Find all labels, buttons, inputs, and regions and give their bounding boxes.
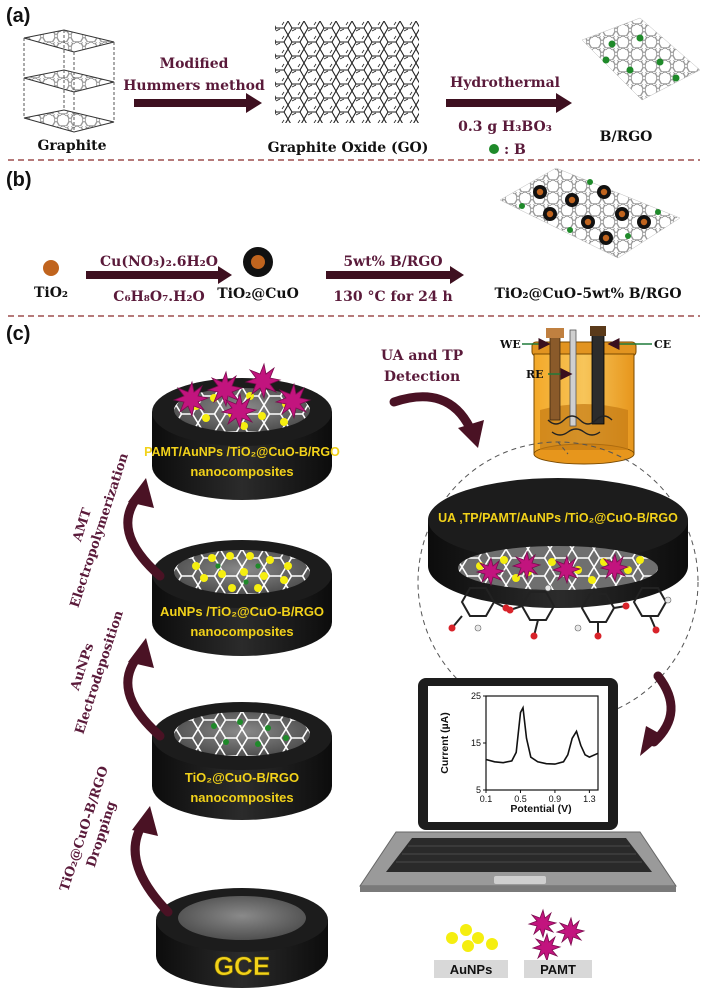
panel-c: (c) GCE TiO₂@CuO-B/RGO nanocomposites [6,323,699,988]
step-a2-reagent: 0.3 g H₃BO₃ [458,119,552,135]
electrode3-line1: PAMT/AuNPs /TiO₂@CuO-B/RGO [144,445,340,459]
legend-pamt-label: PAMT [540,962,576,977]
arrow-a2 [446,93,572,113]
detection-line2: Detection [384,369,460,385]
step-b1-top: Cu(NO₃)₂.6H₂O [100,254,218,270]
laptop-screen [428,686,608,822]
chart-series-line [485,705,599,765]
chart-xtick-label: 0.1 [480,794,493,804]
boron-legend-label: : B [504,142,526,158]
step-a2-top: Hydrothermal [450,75,560,91]
go-label: Graphite Oxide (GO) [268,140,429,156]
chart-ytick-label: 5 [476,785,481,795]
laptop [359,678,677,892]
composite-label: TiO₂@CuO-5wt% B/RGO [494,286,681,302]
electrode2-line2: nanocomposites [190,624,293,639]
electrode-zoom: UA ,TP/PAMT/AuNPs /TiO₂@CuO-B/RGO [428,478,688,640]
electrochemical-cell: WE CE RE [499,326,671,465]
arrow-a1 [134,93,262,113]
curved-arrow-3 [123,489,165,581]
graphite-label: Graphite [37,138,106,154]
legend-pamt-symbol [527,908,586,963]
b-rgo-sheet [581,17,701,101]
chart-ytick-label: 25 [471,691,481,701]
detection-line1: UA and TP [381,348,464,364]
arrow-b1 [86,266,232,284]
curved-arrow-2 [123,649,165,741]
tio2-cuo-label: TiO₂@CuO [217,286,299,302]
re-label: RE [526,368,544,381]
panel-a-label: (a) [6,5,30,27]
arrow-b2 [326,266,464,284]
electrode3-line2: nanocomposites [190,464,293,479]
graphite-oxide-structure [269,15,425,129]
step-a1-bottom: Hummers method [123,78,265,94]
boron-legend-dot [489,144,499,154]
step-b2-bottom: 130 °C for 24 h [333,289,452,305]
electrode-gce: GCE [156,888,328,988]
panel-b-label: (b) [6,169,32,191]
tio2-label: TiO₂ [34,285,68,301]
electrode2-line1: AuNPs /TiO₂@CuO-B/RGO [160,604,324,619]
electrode-step2: AuNPs /TiO₂@CuO-B/RGO nanocomposites [152,540,332,656]
step-b1-bottom: C₆H₈O₇.H₂O [113,289,204,305]
chart-xtick-label: 1.3 [583,794,596,804]
zoom-electrode-label: UA ,TP/PAMT/AuNPs /TiO₂@CuO-B/RGO [438,511,678,525]
electrode1-line1: TiO₂@CuO-B/RGO [185,770,299,785]
detection-arrow [389,392,475,433]
gce-label: GCE [214,951,270,981]
curved-arrow-1 [130,817,173,917]
step-b2-top: 5wt% B/RGO [343,254,442,270]
chart-xtick-label: 0.9 [549,794,562,804]
chart-ytick-label: 15 [471,738,481,748]
legend: AuNPs PAMT [434,908,592,978]
chart-ylabel: Current (µA) [439,712,451,773]
composite-sheet [499,167,681,259]
step-a1-top: Modified [160,56,229,72]
panel-b: (b) TiO₂ Cu(NO₃)₂.6H₂O C₆H₈O₇.H₂O TiO₂@C… [6,167,682,305]
electrode-step3: PAMT/AuNPs /TiO₂@CuO-B/RGO nanocomposite… [144,362,340,500]
chart-xlabel: Potential (V) [510,803,571,815]
ce-label: CE [654,338,671,351]
chart-xtick-label: 0.5 [514,794,527,804]
legend-aunps-symbol [446,924,498,952]
tio2-particle [43,260,59,276]
legend-aunps-label: AuNPs [450,962,493,977]
panel-a: (a) Graphite Modified Hummers method Gra… [6,5,701,158]
cv-chart: 25 15 5 0.1 0.5 0.9 1.3 Potential (V) Current… [439,691,599,815]
brgo-label: B/RGO [600,129,653,145]
electrode1-line2: nanocomposites [190,790,293,805]
graphite-structure [23,29,115,133]
we-label: WE [499,338,521,351]
panel-c-label: (c) [6,323,30,345]
electrode-step1: TiO₂@CuO-B/RGO nanocomposites [152,702,332,820]
